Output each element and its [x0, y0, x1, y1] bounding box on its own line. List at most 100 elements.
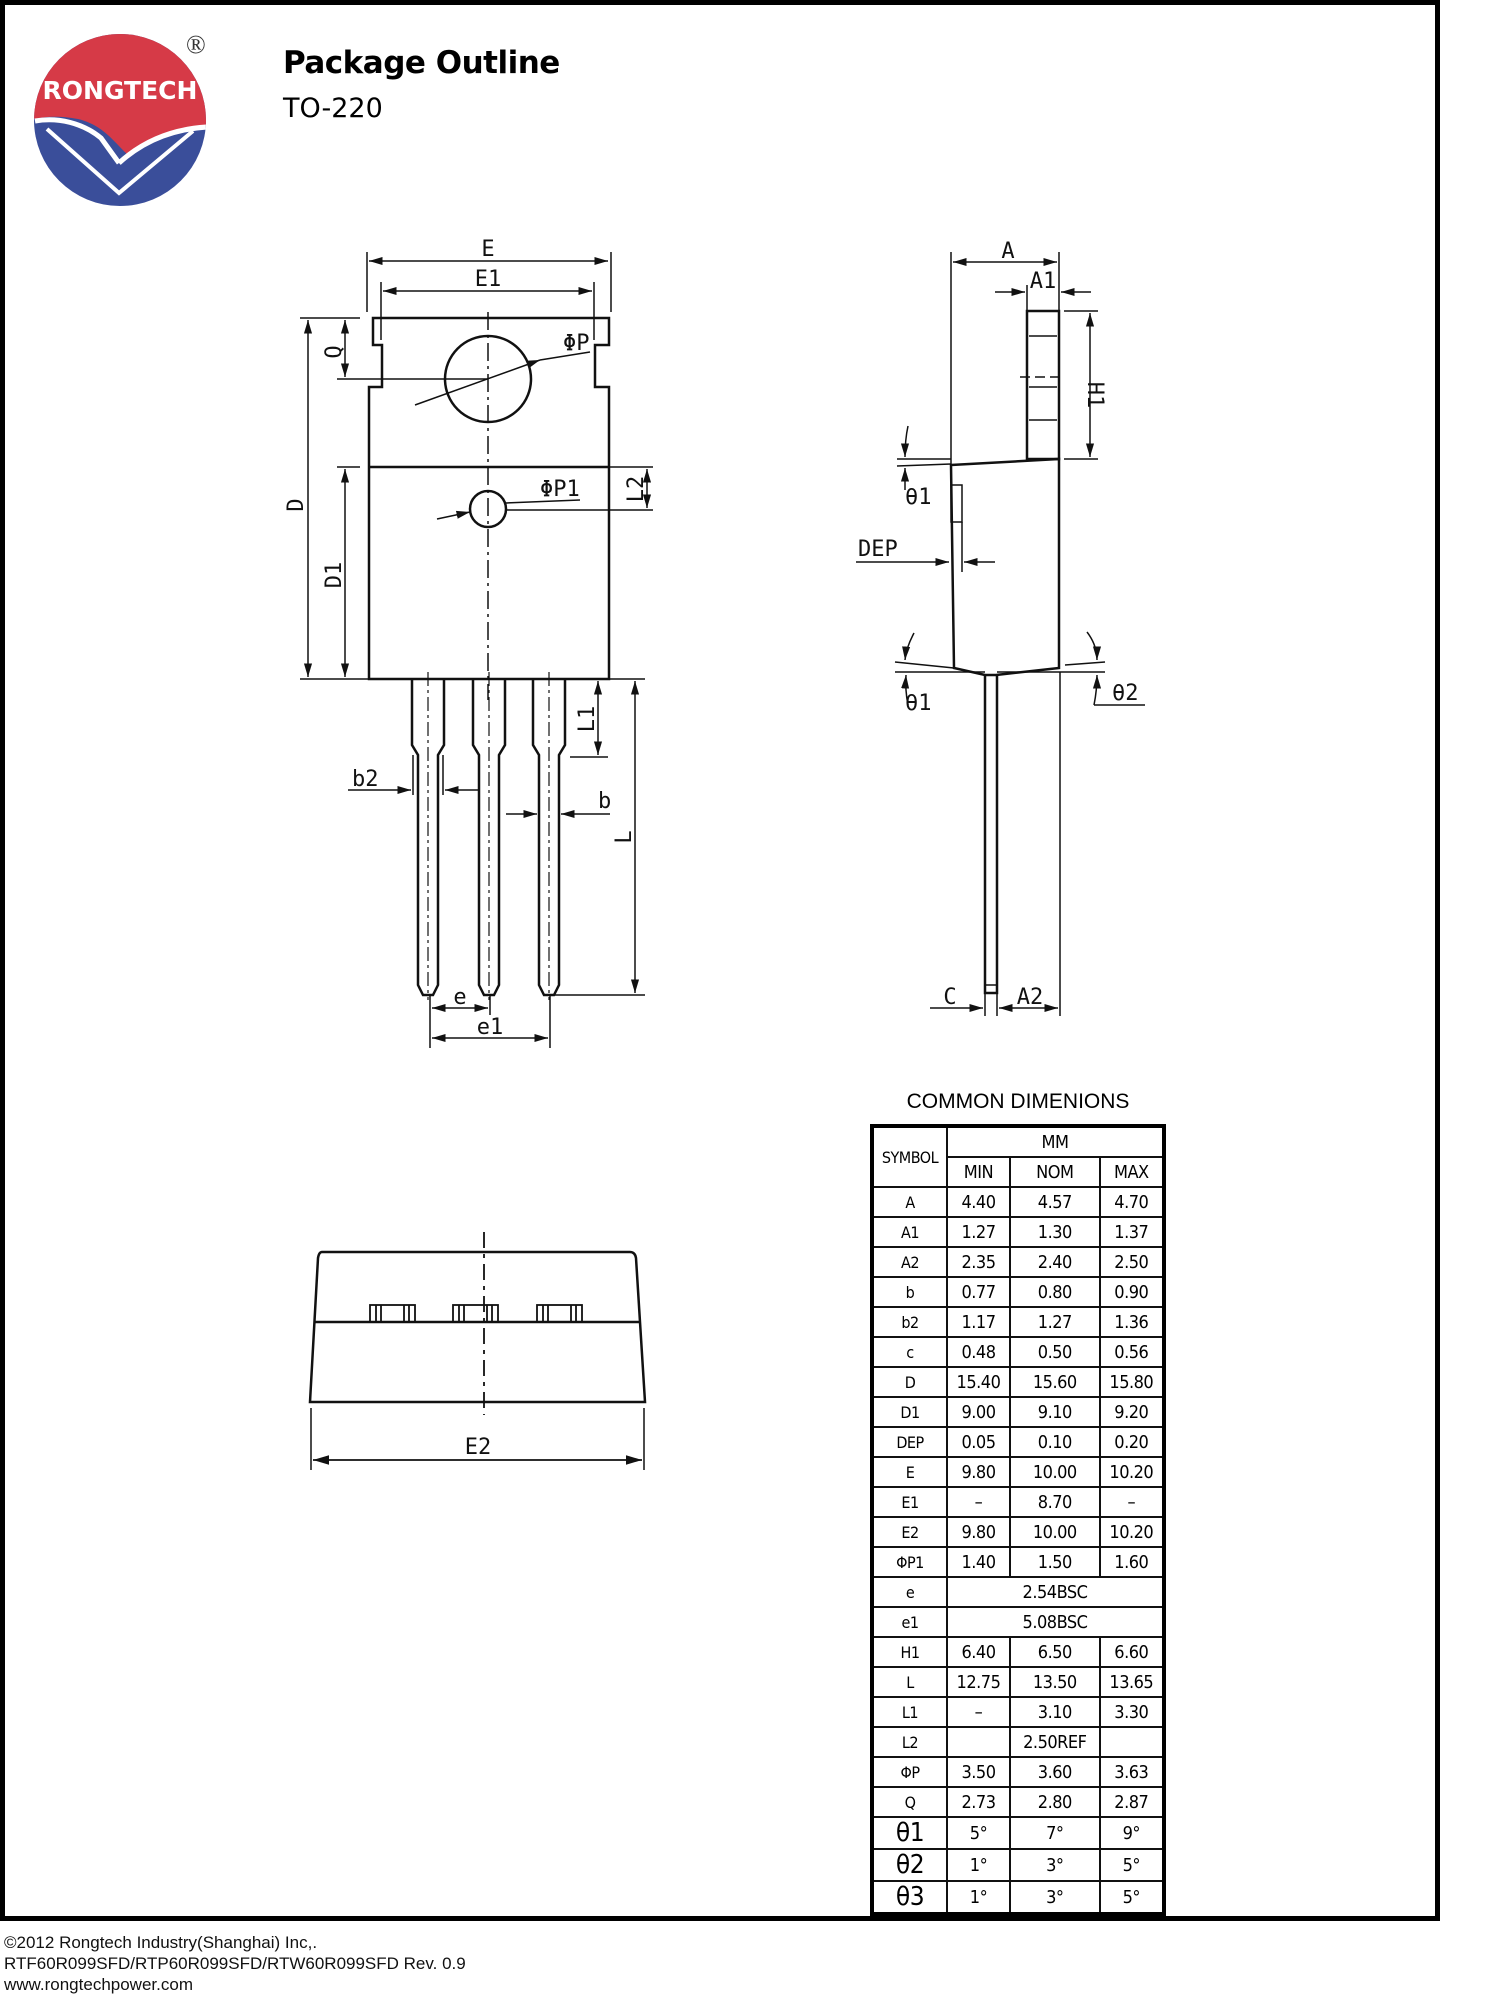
cell-symbol: A	[871, 1186, 948, 1218]
cell-min: 9.80	[946, 1456, 1011, 1488]
cell-max: 9.20	[1098, 1396, 1166, 1428]
front-view-labels: E E1 Q D D1 ΦP ΦP1 L2 L1 L b2 b e e1	[284, 237, 649, 1040]
cell-nom: 7°	[1008, 1816, 1101, 1850]
cell-min: –	[946, 1696, 1011, 1728]
cell-symbol: b	[871, 1276, 948, 1308]
cell-min: 5°	[946, 1816, 1011, 1850]
cell-symbol: D	[871, 1366, 948, 1398]
cell-symbol: E	[871, 1456, 948, 1488]
lead-right	[531, 672, 567, 1000]
table-subheader-row: MIN NOM MAX	[872, 1156, 1166, 1188]
cell-nom: 8.70	[1008, 1486, 1101, 1518]
cell-symbol: DEP	[871, 1426, 948, 1458]
cell-symbol: e	[871, 1576, 948, 1608]
table-header-row: SYMBOL MM	[871, 1125, 1165, 1188]
footer-copyright: ©2012 Rongtech Industry(Shanghai) Inc,.	[4, 1933, 318, 1952]
cell-min: 1.40	[946, 1546, 1011, 1578]
registered-mark: ®	[186, 30, 206, 59]
svg-text:b2: b2	[352, 767, 379, 792]
cell-max: 9°	[1098, 1816, 1166, 1850]
cell-max: 10.20	[1098, 1456, 1166, 1488]
header-nom: NOM	[1008, 1156, 1101, 1188]
cell-min: –	[946, 1486, 1011, 1518]
cell-min: 15.40	[946, 1366, 1011, 1398]
cell-nom: 0.50	[1008, 1336, 1101, 1368]
cell-max	[1098, 1726, 1166, 1758]
cell-min: 6.40	[946, 1636, 1011, 1668]
svg-text:E1: E1	[475, 267, 502, 292]
cell-nom: 3°	[1008, 1880, 1101, 1915]
cell-nom: 10.00	[1008, 1516, 1101, 1548]
svg-text:ΦP: ΦP	[563, 331, 590, 356]
cell-nom: 0.80	[1008, 1276, 1101, 1308]
svg-text:ΦP1: ΦP1	[540, 477, 580, 502]
svg-text:E: E	[481, 237, 494, 262]
cell-nom: 1.30	[1008, 1216, 1101, 1248]
svg-text:RONGTECH: RONGTECH	[43, 76, 198, 105]
header-symbol: SYMBOL	[871, 1125, 948, 1188]
cell-nom: 3.10	[1008, 1696, 1101, 1728]
footer: ©2012 Rongtech Industry(Shanghai) Inc,. …	[4, 1932, 466, 1995]
svg-text:H1: H1	[1082, 382, 1107, 409]
cell-symbol: Q	[871, 1786, 948, 1818]
table-row: L2 2.50REF	[871, 1726, 1166, 1758]
cell-symbol: L	[871, 1666, 948, 1698]
cell-span-value: 2.54BSC	[946, 1576, 1165, 1608]
svg-text:e: e	[453, 985, 466, 1010]
cell-min	[946, 1726, 1011, 1758]
cell-nom: 2.50REF	[1008, 1726, 1101, 1758]
page-border	[0, 0, 1440, 1921]
cell-min: 0.77	[946, 1276, 1011, 1308]
cell-nom: 1.50	[1008, 1546, 1101, 1578]
cell-nom: 13.50	[1008, 1666, 1101, 1698]
svg-text:D: D	[284, 498, 309, 511]
svg-text:A: A	[1001, 239, 1014, 264]
cell-symbol: L1	[871, 1696, 948, 1728]
cell-symbol: ΦP1	[871, 1546, 948, 1578]
cell-symbol: L2	[871, 1726, 948, 1758]
rongtech-logo: RONGTECH	[34, 34, 206, 206]
svg-text:C: C	[943, 985, 956, 1010]
cell-min: 1.17	[946, 1306, 1011, 1338]
cell-nom: 0.10	[1008, 1426, 1101, 1458]
svg-text:e1: e1	[477, 1015, 504, 1040]
cell-symbol: H1	[871, 1636, 948, 1668]
side-view-labels: A A1 H1 θ1 DEP θ1 θ2 C A2	[858, 239, 1139, 1010]
side-view	[856, 252, 1145, 1016]
cell-max: 10.20	[1098, 1516, 1166, 1548]
svg-text:b: b	[598, 789, 611, 814]
front-view	[300, 252, 653, 1048]
header-max: MAX	[1098, 1156, 1166, 1188]
svg-text:D1: D1	[322, 562, 347, 589]
cell-min: 9.00	[946, 1396, 1011, 1428]
cell-min: 1°	[946, 1848, 1011, 1882]
cell-max: 3.30	[1098, 1696, 1166, 1728]
cell-symbol: A2	[871, 1246, 948, 1278]
cell-nom: 3.60	[1008, 1756, 1101, 1788]
cell-min: 3.50	[946, 1756, 1011, 1788]
cell-nom: 4.57	[1008, 1186, 1101, 1218]
table-caption: COMMON DIMENIONS	[906, 1090, 1130, 1113]
lead-left	[410, 672, 446, 1000]
cell-nom: 3°	[1008, 1848, 1101, 1882]
bottom-view	[308, 1232, 647, 1470]
cell-max: 4.70	[1098, 1186, 1166, 1218]
cell-max: 0.20	[1098, 1426, 1166, 1458]
cell-min: 2.35	[946, 1246, 1011, 1278]
cell-nom: 10.00	[1008, 1456, 1101, 1488]
cell-symbol: c	[871, 1336, 948, 1368]
cell-max: 2.87	[1098, 1786, 1166, 1818]
cell-min: 2.73	[946, 1786, 1011, 1818]
